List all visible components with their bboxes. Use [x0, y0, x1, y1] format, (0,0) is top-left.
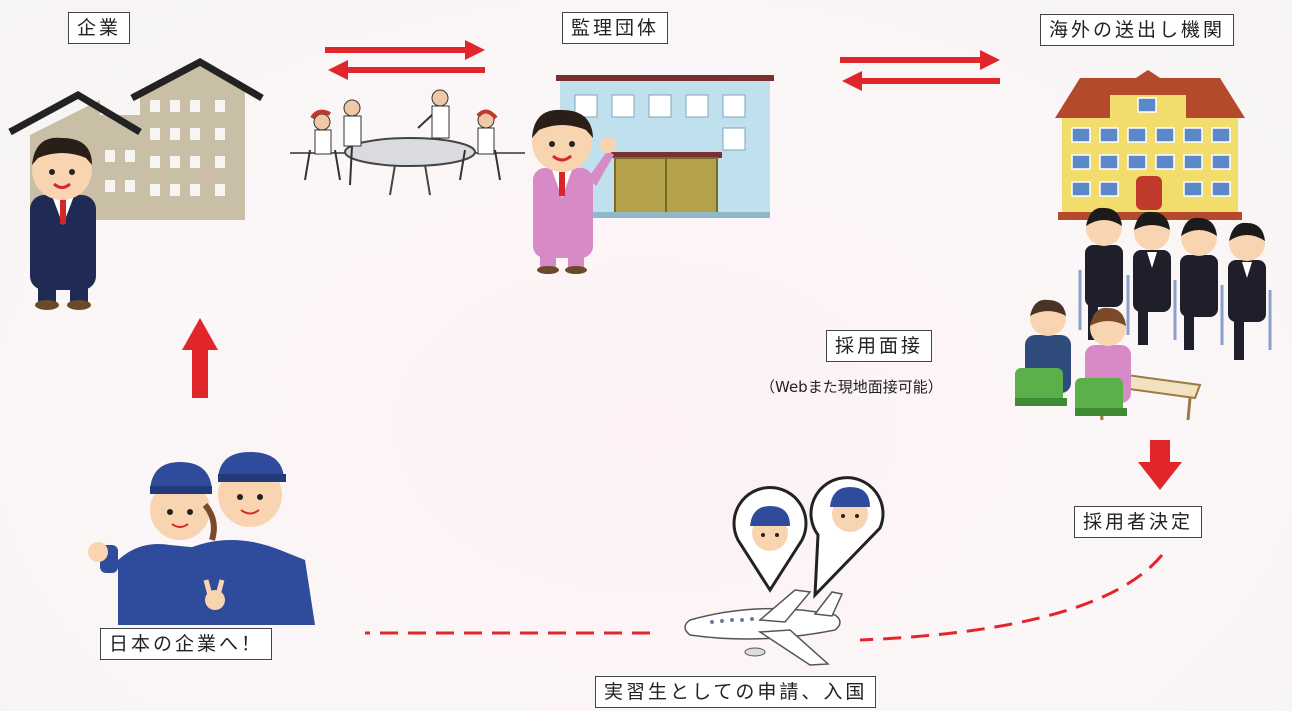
supervising-org-label: 監理団体 — [562, 12, 669, 44]
businessman-icon — [30, 137, 96, 310]
down-arrow-icon — [1138, 440, 1182, 490]
flight-path-dashes — [365, 554, 1164, 642]
supervising-org-building-icon — [556, 75, 774, 218]
interview-label: 採用面接 — [826, 330, 933, 362]
bidirectional-arrows-left-icon — [325, 40, 485, 80]
trainee-pin-left-icon — [732, 486, 808, 593]
meeting-icon — [290, 89, 525, 196]
trainee-pin-right-icon — [809, 476, 885, 599]
application-entry-label: 実習生としての申請、入国 — [595, 676, 877, 708]
airplane-icon — [684, 589, 844, 666]
supervisor-icon — [532, 109, 616, 274]
company-label: 企業 — [68, 12, 131, 44]
bidirectional-arrows-right-icon — [840, 50, 1000, 91]
to-japan-label: 日本の企業へ！ — [100, 628, 273, 660]
hire-decision-label: 採用者決定 — [1074, 506, 1203, 538]
up-arrow-icon — [182, 318, 218, 398]
interview-note: （Webまた現地面接可能） — [760, 378, 943, 396]
trainees-workers-icon — [88, 452, 315, 625]
sending-org-building-icon — [1055, 70, 1245, 220]
sending-org-label: 海外の送出し機関 — [1040, 14, 1235, 46]
interviewers-icon — [1015, 299, 1202, 421]
interview-candidates-icon — [1078, 207, 1272, 360]
